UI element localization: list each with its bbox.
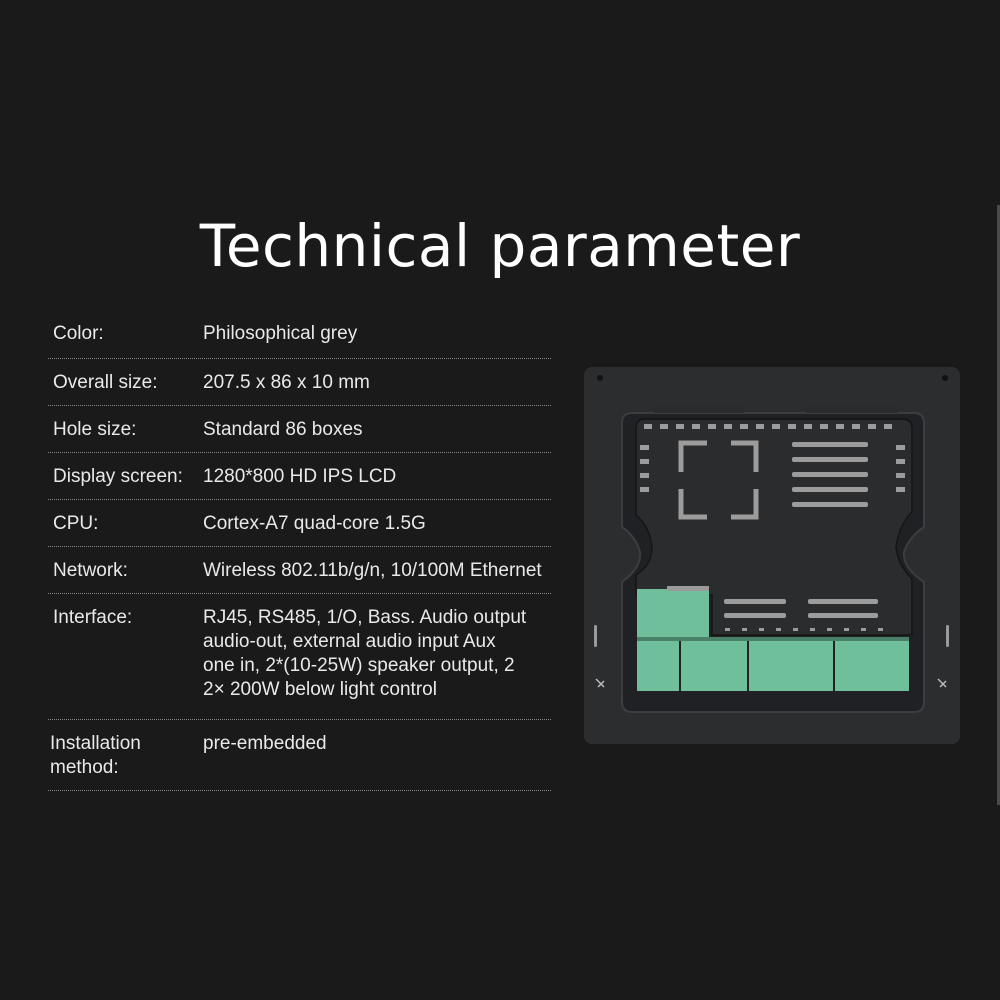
screw-icon (597, 375, 603, 381)
spec-row-color: Color: Philosophical grey (48, 310, 551, 359)
spec-value: Wireless 802.11b/g/n, 10/100M Ethernet (203, 560, 542, 581)
top-pin-row (644, 424, 892, 429)
spec-table: Color: Philosophical grey Overall size: … (48, 310, 551, 791)
spec-value: Cortex-A7 quad-core 1.5G (203, 513, 426, 534)
spec-label: Color: (53, 323, 104, 344)
side-slot (946, 625, 949, 647)
left-pin-column (640, 445, 649, 492)
spec-row-network: Network: Wireless 802.11b/g/n, 10/100M E… (48, 547, 551, 594)
connector-block (681, 641, 747, 691)
spec-value-line: one in, 2*(10-25W) speaker output, 2 (203, 655, 515, 676)
stripe-block (792, 442, 868, 507)
small-dashes (725, 628, 883, 631)
spec-value-line: RJ45, RS485, 1/O, Bass. Audio output (203, 607, 527, 628)
spec-value: Standard 86 boxes (203, 419, 363, 440)
spec-row-hole-size: Hole size: Standard 86 boxes (48, 406, 551, 453)
spec-value: pre-embedded (203, 733, 327, 754)
spec-label-line: Installation (50, 733, 141, 754)
spec-value: 1280*800 HD IPS LCD (203, 466, 397, 487)
device-back-illustration (584, 367, 960, 744)
spec-row-cpu: CPU: Cortex-A7 quad-core 1.5G (48, 500, 551, 547)
spec-value-line: audio-out, external audio input Aux (203, 631, 496, 652)
spec-value: 207.5 x 86 x 10 mm (203, 372, 370, 393)
spec-row-interface: Interface: RJ45, RS485, 1/O, Bass. Audio… (48, 594, 551, 720)
top-notch (806, 405, 898, 413)
connector-block (835, 641, 909, 691)
chip-outline (678, 440, 759, 520)
top-notch (654, 405, 744, 413)
spec-label-line: method: (50, 757, 119, 778)
corner-mark (937, 678, 947, 688)
screw-icon (942, 375, 948, 381)
connector-block (667, 586, 709, 591)
spec-row-installation-method: Installation method: pre-embedded (48, 720, 551, 791)
spec-label: Interface: (53, 607, 133, 628)
spec-label: Hole size: (53, 419, 137, 440)
stripe-block-lower (724, 599, 878, 618)
side-slot (594, 625, 597, 647)
connector-block (637, 641, 679, 691)
spec-value: RJ45, RS485, 1/O, Bass. Audio output aud… (203, 606, 551, 719)
spec-row-display-screen: Display screen: 1280*800 HD IPS LCD (48, 453, 551, 500)
connector-edge (637, 637, 909, 641)
connector-block (749, 641, 833, 691)
spec-value: Philosophical grey (203, 323, 358, 344)
terminal-connectors (637, 586, 909, 691)
spec-row-overall-size: Overall size: 207.5 x 86 x 10 mm (48, 359, 551, 406)
spec-label: Display screen: (53, 466, 183, 487)
connector-block (637, 589, 709, 639)
spec-value-line: 2× 200W below light control (203, 679, 437, 700)
spec-label: CPU: (53, 513, 99, 534)
spec-label: Installation method: (48, 732, 203, 790)
page-title: Technical parameter (199, 212, 801, 280)
right-edge-line (997, 205, 1000, 805)
spec-label: Overall size: (53, 372, 158, 393)
corner-mark (595, 678, 605, 688)
right-pin-column (896, 445, 905, 492)
spec-label: Network: (53, 560, 128, 581)
